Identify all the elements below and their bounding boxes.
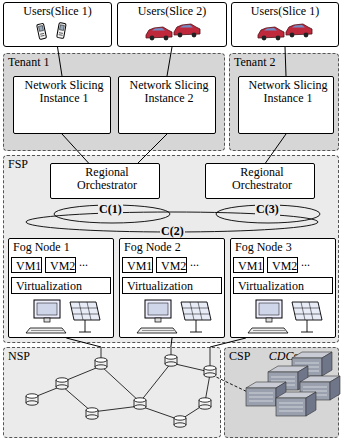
node-label: Fog Node 2 [124,241,181,254]
node-label: VM1 [127,260,152,273]
fog-node-box: Fog Node 3 VM1 VM2Virtualization [230,238,336,338]
connector-line [58,47,63,76]
region-panel: Tenant 1 Network Slicing Instance 1 Networ… [3,53,225,151]
connector-line [171,338,172,347]
region-panel: CSPCDCs [224,347,339,438]
region-panel: FSP Regional Orchestrator Regional Orchest… [3,155,339,343]
vm-box: VM2 [267,257,298,273]
process-box: Network Slicing Instance 2 [118,76,216,134]
connector-line [62,134,89,163]
process-box: Network Slicing Instance 1 [13,76,111,134]
ellipsis-mark: ... [301,256,310,269]
fog-node-box: Fog Node 1 VM1 VM2Virtualization [8,238,114,338]
connector-line [138,134,167,163]
node-label: Fog Node 1 [13,241,70,254]
node-label: Virtualization [16,280,82,293]
channel-label: C(2) [160,225,185,238]
vm-box: VM1 [122,257,153,273]
node-label: Network Slicing Instance 1 [18,79,110,105]
vm-box: VM1 [11,257,42,273]
region-panel: Tenant 2 Network Slicing Instance 1 [229,53,339,151]
node-label: Network Slicing Instance 1 [243,79,333,105]
connector-line [210,338,246,347]
ellipsis-mark: ... [190,256,199,269]
node-label: VM2 [161,260,186,273]
vm-box: VM1 [233,257,264,273]
node-note: CDCs [229,350,338,433]
node-label: Network Slicing Instance 2 [123,79,215,105]
node-label: Tenant 1 [8,56,49,69]
process-box: Regional Orchestrator [50,163,160,199]
users-box: Users(Slice 1) [231,2,339,47]
node-label: Users(Slice 1) [23,5,91,18]
process-box: Regional Orchestrator [205,163,315,199]
node-label: Regional Orchestrator [210,166,314,192]
process-box: Network Slicing Instance 1 [238,76,334,134]
region-panel: NSP [3,347,221,438]
connector-line [285,47,286,76]
node-label: Regional Orchestrator [55,166,159,192]
node-label: VM2 [272,260,297,273]
node-label: Users(Slice 2) [138,5,206,18]
node-label: Tenant 2 [234,56,275,69]
node-label: VM1 [238,260,263,273]
users-box: Users(Slice 1) [3,2,112,47]
vm-box: VM2 [156,257,187,273]
vm-box: Virtualization [233,277,333,294]
node-label: CSP [229,350,250,363]
node-label: VM2 [50,260,75,273]
channel-label: C(3) [255,203,280,216]
node-label: Users(Slice 1) [251,5,319,18]
connector-line [167,47,172,76]
channel-label: C(1) [98,203,123,216]
users-box: Users(Slice 2) [117,2,227,47]
node-label: Virtualization [127,280,193,293]
connector-line [66,338,101,347]
vm-box: VM2 [45,257,76,273]
node-label: FSP [8,158,28,171]
node-label: Virtualization [238,280,304,293]
fog-node-box: Fog Node 2 VM1 VM2Virtualization [119,238,225,338]
vm-box: Virtualization [11,277,111,294]
ellipsis-mark: ... [79,256,88,269]
node-label: NSP [8,350,30,363]
vm-box: Virtualization [122,277,222,294]
node-label: Fog Node 3 [235,241,292,254]
connector-line [266,134,287,163]
node-label: VM1 [16,260,41,273]
